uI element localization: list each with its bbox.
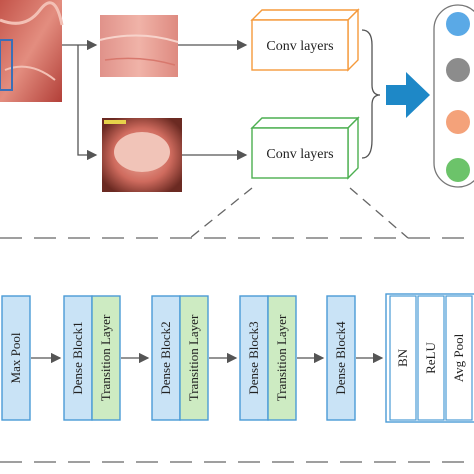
classifier-head: BN ReLU Avg Pool	[385, 293, 474, 423]
dense-block-3-label: Dense Block3	[246, 321, 261, 394]
dense-block-1-label: Dense Block1	[70, 321, 85, 394]
dense-stage-3: Dense Block3 Transition Layer	[239, 295, 297, 421]
dense-block-4-label: Dense Block4	[333, 321, 348, 395]
max-pool-block: Max Pool	[1, 295, 31, 421]
output-layer	[433, 4, 474, 188]
input-endoscopy-image	[0, 0, 64, 102]
merge-brace	[361, 29, 381, 159]
full-endoscopy-image	[102, 118, 182, 192]
relu-label: ReLU	[423, 342, 438, 374]
conv-layers-label-2: Conv layers	[266, 147, 333, 162]
dense-stage-1: Dense Block1 Transition Layer	[63, 295, 121, 421]
output-node-1	[446, 12, 470, 36]
output-node-4	[446, 158, 470, 182]
max-pool-label: Max Pool	[8, 332, 23, 383]
dense-block-2-label: Dense Block2	[158, 321, 173, 394]
avg-pool-label: Avg Pool	[451, 333, 466, 382]
transition-layer-3-label: Transition Layer	[274, 314, 289, 401]
fusion-arrow	[386, 72, 430, 118]
conv-layers-box-2: Conv layers	[250, 116, 360, 180]
output-node-2	[446, 58, 470, 82]
zoom-line-left	[189, 187, 253, 239]
conv-layers-box-1: Conv layers	[250, 8, 360, 72]
roi-box	[0, 39, 13, 91]
conv-layers-label-1: Conv layers	[266, 39, 333, 54]
bn-label: BN	[395, 348, 410, 367]
cropped-lesion-image	[99, 15, 179, 77]
dense-block-4: Dense Block4	[326, 295, 356, 421]
zoom-line-right	[349, 187, 409, 239]
connector-down	[77, 45, 98, 161]
transition-layer-1-label: Transition Layer	[98, 314, 113, 401]
dense-stage-2: Dense Block2 Transition Layer	[151, 295, 209, 421]
transition-layer-2-label: Transition Layer	[186, 314, 201, 401]
output-node-3	[446, 110, 470, 134]
